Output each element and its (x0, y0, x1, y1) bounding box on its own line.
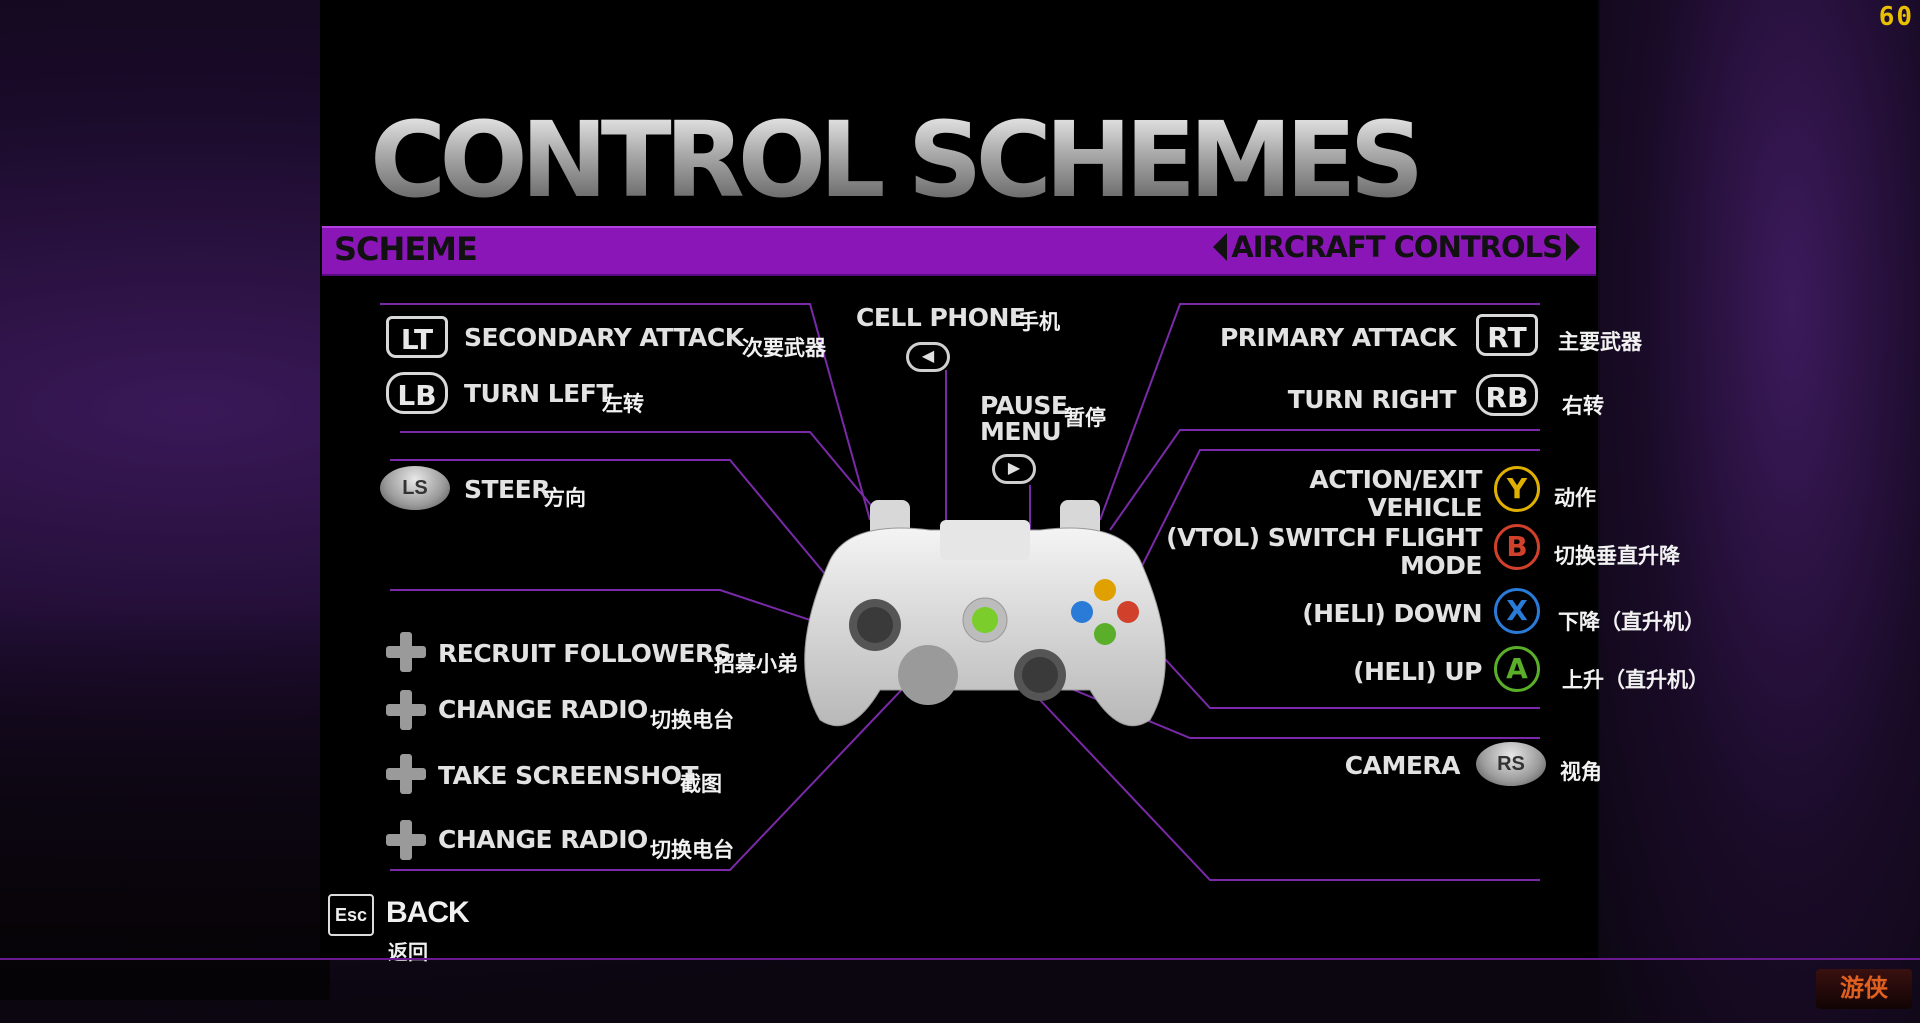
start-button-label-2: MENU (980, 417, 1062, 446)
lb-button-icon: LB (386, 372, 448, 414)
page-title: CONTROL SCHEMES (370, 99, 1424, 221)
a-action-cn: 上升（直升机） (1562, 668, 1709, 692)
start-button-cn: 暂停 (1064, 406, 1106, 430)
back-button-cn: 手机 (1018, 310, 1060, 334)
dpad-left-cn: 切换电台 (650, 708, 734, 732)
dpad-up-label: RECRUIT FOLLOWERS (438, 639, 732, 668)
back-button-cn: 返回 (388, 942, 428, 964)
esc-key-icon[interactable]: Esc (328, 894, 374, 936)
y-action-cn: 动作 (1554, 486, 1596, 510)
b-button-icon: B (1494, 524, 1540, 570)
dpad-up-cn: 招募小弟 (714, 652, 798, 676)
background-right (1600, 0, 1920, 1023)
a-button-icon: A (1494, 646, 1540, 692)
rt-action-cn: 主要武器 (1558, 330, 1642, 354)
rb-button-icon: RB (1476, 374, 1538, 416)
dpad-down-label: TAKE SCREENSHOT (438, 761, 699, 790)
dpad-right-label: CHANGE RADIO (438, 825, 648, 854)
dpad-right-icon (386, 820, 426, 860)
back-button[interactable]: BACK (386, 896, 470, 929)
lb-action-cn: 左转 (602, 392, 644, 416)
b-action-label-2: MODE (1400, 551, 1482, 580)
y-action-label-2: VEHICLE (1367, 493, 1482, 522)
fps-counter: 60 (1878, 2, 1914, 32)
dpad-down-cn: 截图 (680, 772, 722, 796)
rs-action-label: CAMERA (1344, 751, 1461, 780)
scheme-value-text: AIRCRAFT CONTROLS (1231, 230, 1563, 264)
rt-button-icon: RT (1476, 314, 1538, 356)
y-button-icon: Y (1494, 466, 1540, 512)
scheme-label: SCHEME (334, 230, 478, 268)
b-action-label-1: (VTOL) SWITCH FLIGHT (1166, 523, 1482, 552)
scheme-value[interactable]: AIRCRAFT CONTROLS (1213, 230, 1580, 264)
dpad-left-icon (386, 690, 426, 730)
ls-action-cn: 方向 (544, 486, 586, 510)
controller-image (804, 500, 1166, 727)
b-action-cn: 切换垂直升降 (1554, 544, 1680, 568)
rs-stick-icon: RS (1476, 742, 1546, 786)
menu-panel (320, 0, 1598, 960)
ls-action-label: STEER (464, 475, 550, 504)
back-button-label: CELL PHONE (856, 303, 1026, 332)
background-city (0, 600, 330, 1000)
dpad-left-label: CHANGE RADIO (438, 695, 648, 724)
y-action-label-1: ACTION/EXIT (1309, 465, 1482, 494)
x-action-label: (HELI) DOWN (1302, 599, 1482, 628)
rs-action-cn: 视角 (1560, 760, 1602, 784)
start-button-icon: ▶ (992, 454, 1036, 484)
rb-action-cn: 右转 (1562, 394, 1604, 418)
dpad-down-icon (386, 754, 426, 794)
back-button-icon: ◀ (906, 342, 950, 372)
x-action-cn: 下降（直升机） (1558, 610, 1705, 634)
a-action-label: (HELI) UP (1353, 657, 1482, 686)
rb-action-label: TURN RIGHT (1287, 385, 1457, 414)
rt-action-label: PRIMARY ATTACK (1219, 323, 1457, 352)
arrow-left-icon[interactable] (1213, 233, 1228, 261)
lb-action-label: TURN LEFT (464, 379, 613, 408)
start-button-label-1: PAUSE (980, 391, 1068, 420)
dpad-up-icon (386, 632, 426, 672)
lt-action-cn: 次要武器 (742, 336, 826, 360)
dpad-right-cn: 切换电台 (650, 838, 734, 862)
scheme-selector[interactable] (322, 226, 1596, 276)
lt-button-icon: LT (386, 316, 448, 358)
lt-action-label: SECONDARY ATTACK (464, 323, 744, 352)
watermark-logo: 游侠 (1816, 969, 1912, 1009)
arrow-right-icon[interactable] (1566, 233, 1580, 261)
x-button-icon: X (1494, 588, 1540, 634)
bottom-divider (0, 958, 1920, 960)
ls-stick-icon: LS (380, 466, 450, 510)
